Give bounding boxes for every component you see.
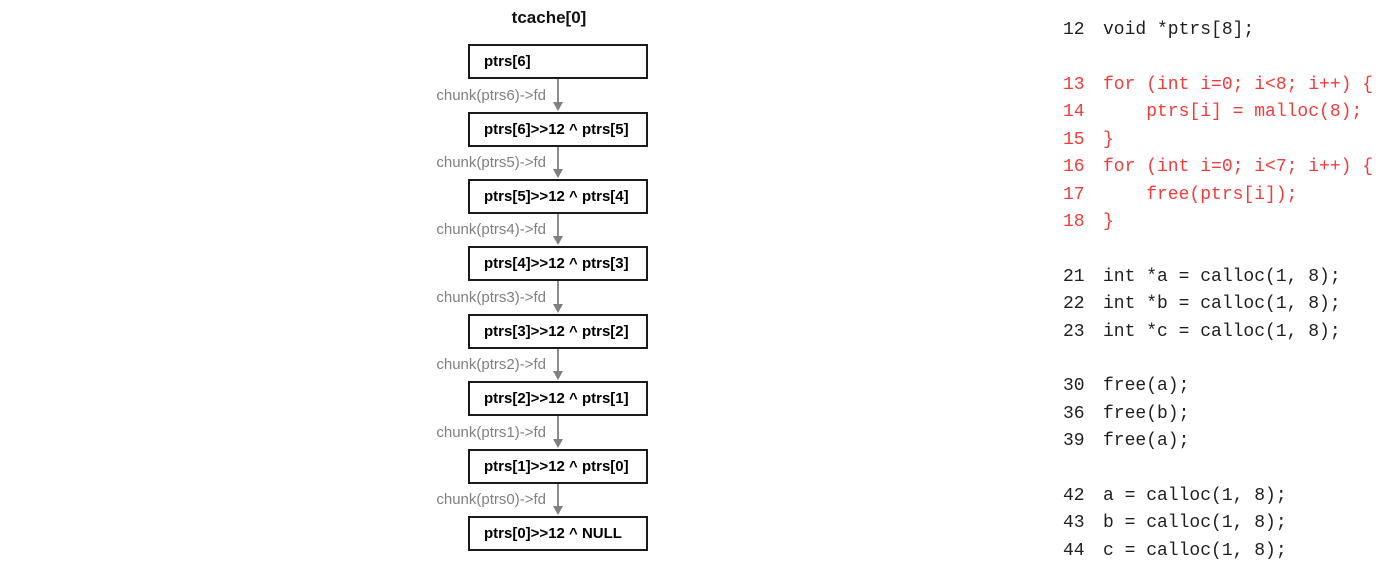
line-number: 18 xyxy=(1063,212,1085,232)
line-number: 42 xyxy=(1063,485,1085,506)
line-number: 17 xyxy=(1063,184,1085,205)
line-number: 39 xyxy=(1063,431,1085,451)
line-number: 16 xyxy=(1063,157,1085,177)
code-line-39: 39 free(a); xyxy=(1063,428,1373,456)
line-number: 36 xyxy=(1063,403,1085,424)
line-number: 23 xyxy=(1063,321,1085,342)
arrow-down-icon-1 xyxy=(553,169,563,178)
code-line-22: 22 int *b = calloc(1, 8); xyxy=(1063,291,1373,319)
code-panel: 12 void *ptrs[8]; 13 for (int i=0; i<8; i+… xyxy=(1063,17,1373,565)
line-number: 43 xyxy=(1063,513,1085,533)
code-line-12: 12 void *ptrs[8]; xyxy=(1063,17,1373,45)
code-blank-line xyxy=(1063,237,1373,264)
line-number: 15 xyxy=(1063,129,1085,150)
arrow-down-icon-5 xyxy=(553,439,563,448)
line-text: for (int i=0; i<8; i++) { xyxy=(1103,74,1374,95)
line-text: } xyxy=(1103,212,1114,232)
code-line-30: 30 free(a); xyxy=(1063,373,1373,401)
arrow-line-1 xyxy=(557,147,559,170)
edge-label-3: chunk(ptrs3)->fd xyxy=(436,289,546,306)
arrow-line-6 xyxy=(557,484,559,507)
edge-label-4: chunk(ptrs2)->fd xyxy=(436,356,546,373)
line-number: 13 xyxy=(1063,74,1085,95)
code-line-18: 18} xyxy=(1063,209,1373,237)
line-text: free(a); xyxy=(1103,376,1190,396)
edge-label-2: chunk(ptrs4)->fd xyxy=(436,221,546,238)
arrow-line-4 xyxy=(557,349,559,372)
tcache-node-1: ptrs[6]>>12 ^ ptrs[5] xyxy=(468,112,648,147)
arrow-down-icon-6 xyxy=(553,506,563,515)
tcache-node-6: ptrs[1]>>12 ^ ptrs[0] xyxy=(468,449,648,484)
line-text: int *c = calloc(1, 8); xyxy=(1103,321,1341,342)
edge-label-1: chunk(ptrs5)->fd xyxy=(436,154,546,171)
edge-label-5: chunk(ptrs1)->fd xyxy=(436,424,546,441)
code-line-44: 44 c = calloc(1, 8); xyxy=(1063,538,1373,566)
tcache-node-5: ptrs[2]>>12 ^ ptrs[1] xyxy=(468,381,648,416)
code-line-15: 15} xyxy=(1063,127,1373,155)
arrow-line-5 xyxy=(557,416,559,440)
edge-label-6: chunk(ptrs0)->fd xyxy=(436,491,546,508)
tcache-node-7: ptrs[0]>>12 ^ NULL xyxy=(468,516,648,551)
tcache-node-0: ptrs[6] xyxy=(468,44,648,79)
code-blank-line xyxy=(1063,45,1373,72)
line-text: } xyxy=(1103,129,1114,150)
line-text: void *ptrs[8]; xyxy=(1103,20,1255,40)
line-text: c = calloc(1, 8); xyxy=(1103,540,1287,561)
arrow-line-3 xyxy=(557,281,559,305)
code-line-42: 42 a = calloc(1, 8); xyxy=(1063,483,1373,511)
code-line-16: 16 for (int i=0; i<7; i++) { xyxy=(1063,154,1373,182)
line-number: 30 xyxy=(1063,376,1085,396)
tcache-node-4: ptrs[3]>>12 ^ ptrs[2] xyxy=(468,314,648,349)
line-text: free(b); xyxy=(1103,403,1190,424)
code-line-36: 36 free(b); xyxy=(1063,401,1373,429)
line-text: b = calloc(1, 8); xyxy=(1103,513,1287,533)
code-line-17: 17 free(ptrs[i]); xyxy=(1063,182,1373,210)
code-blank-line xyxy=(1063,456,1373,483)
line-text: for (int i=0; i<7; i++) { xyxy=(1103,157,1374,177)
line-text: free(ptrs[i]); xyxy=(1103,184,1298,205)
line-number: 12 xyxy=(1063,20,1085,40)
code-line-21: 21 int *a = calloc(1, 8); xyxy=(1063,264,1373,292)
tcache-node-2: ptrs[5]>>12 ^ ptrs[4] xyxy=(468,179,648,214)
code-blank-line xyxy=(1063,346,1373,373)
code-line-43: 43 b = calloc(1, 8); xyxy=(1063,510,1373,538)
line-text: ptrs[i] = malloc(8); xyxy=(1103,102,1363,122)
code-line-23: 23 int *c = calloc(1, 8); xyxy=(1063,319,1373,347)
tcache-node-3: ptrs[4]>>12 ^ ptrs[3] xyxy=(468,246,648,281)
line-number: 44 xyxy=(1063,540,1085,561)
line-text: int *b = calloc(1, 8); xyxy=(1103,294,1341,314)
arrow-down-icon-3 xyxy=(553,304,563,313)
line-number: 21 xyxy=(1063,266,1085,287)
arrow-down-icon-0 xyxy=(553,102,563,111)
arrow-down-icon-4 xyxy=(553,371,563,380)
diagram-title: tcache[0] xyxy=(511,8,587,27)
arrow-down-icon-2 xyxy=(553,236,563,245)
line-number: 22 xyxy=(1063,294,1085,314)
line-text: free(a); xyxy=(1103,431,1190,451)
line-text: int *a = calloc(1, 8); xyxy=(1103,266,1341,287)
line-text: a = calloc(1, 8); xyxy=(1103,485,1287,506)
line-number: 14 xyxy=(1063,102,1085,122)
edge-label-0: chunk(ptrs6)->fd xyxy=(436,87,546,104)
arrow-line-0 xyxy=(557,79,559,103)
arrow-line-2 xyxy=(557,214,559,237)
code-line-13: 13 for (int i=0; i<8; i++) { xyxy=(1063,72,1373,100)
code-line-14: 14 ptrs[i] = malloc(8); xyxy=(1063,99,1373,127)
